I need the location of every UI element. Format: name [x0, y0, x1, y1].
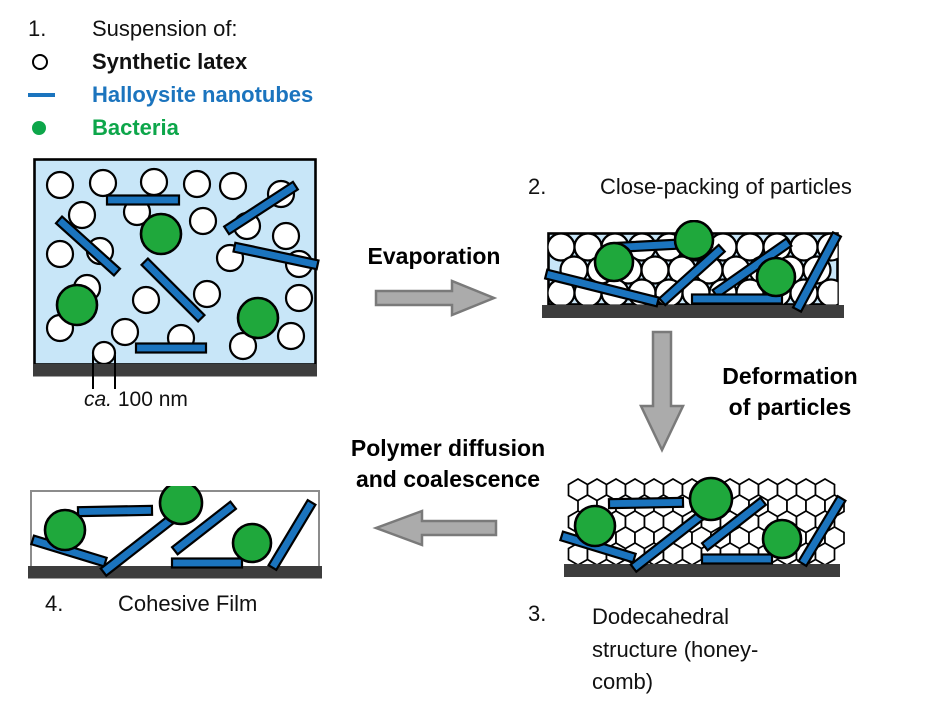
step2-number: 2.	[528, 174, 547, 199]
honeycomb-panel	[558, 476, 847, 577]
step3-label-row: 3. Dodecahedral structure (honey- comb)	[528, 601, 758, 699]
deformation-arrow-icon	[639, 330, 685, 453]
substrate-bar	[542, 305, 844, 318]
step4-label: Cohesive Film	[118, 591, 258, 616]
deformation-label: Deformation of particles	[722, 363, 858, 420]
step2-label: Close-packing of particles	[600, 174, 852, 199]
legend-item-nanotubes: Halloysite nanotubes	[28, 78, 448, 111]
legend-step1-row: 1. Suspension of:	[28, 12, 448, 45]
step4-label-row: 4. Cohesive Film	[45, 591, 257, 617]
evaporation-label: Evaporation	[367, 243, 501, 269]
legend-label-latex: Synthetic latex	[92, 48, 248, 74]
bacteria-cells	[55, 212, 280, 340]
scale-ca: ca.	[84, 388, 113, 411]
substrate-bar	[33, 364, 317, 377]
open-circle-icon	[32, 53, 48, 70]
filled-dot-icon	[32, 120, 46, 135]
scale-value: 100 nm	[112, 388, 188, 411]
polymer-arrow-icon	[372, 509, 498, 547]
polymer-diffusion-label: Polymer diffusion and coalescence	[350, 435, 546, 492]
dash-icon	[28, 92, 55, 97]
evaporation-arrow-icon	[374, 279, 498, 317]
suspension-panel	[33, 158, 320, 389]
close-packing-panel	[542, 220, 844, 318]
step1-number: 1.	[28, 15, 47, 41]
legend-label-nanotubes: Halloysite nanotubes	[92, 81, 314, 107]
legend-item-latex: Synthetic latex	[28, 45, 448, 78]
scale-annotation: ca. 100 nm	[84, 388, 188, 412]
legend-item-bacteria: Bacteria	[28, 111, 448, 144]
substrate-bar	[564, 564, 840, 577]
step2-label-row: 2. Close-packing of particles	[528, 174, 852, 200]
legend: 1. Suspension of: Synthetic latex Halloy…	[28, 12, 448, 144]
bacteria-cells	[43, 486, 273, 564]
nanotubes	[54, 180, 320, 354]
step4-number: 4.	[45, 591, 64, 616]
legend-label-bacteria: Bacteria	[92, 114, 179, 140]
step3-number: 3.	[528, 601, 547, 626]
cohesive-film-panel	[28, 486, 322, 579]
bacteria-cells	[573, 476, 803, 560]
step3-label: Dodecahedral structure (honey- comb)	[592, 604, 759, 694]
step1-title: Suspension of:	[92, 15, 238, 41]
bacteria-cells	[593, 220, 797, 298]
